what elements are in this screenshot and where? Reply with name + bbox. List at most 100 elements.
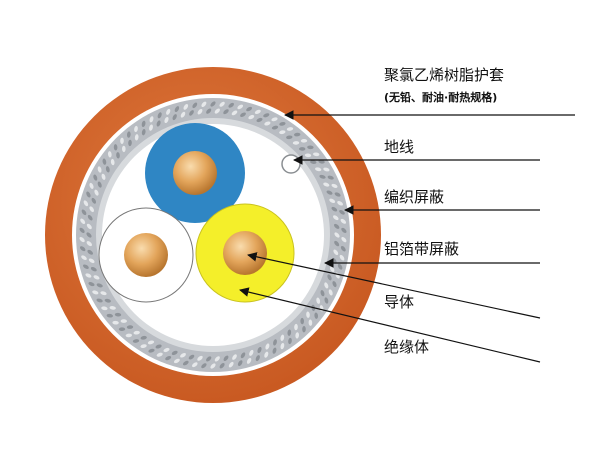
braid-strand <box>197 108 203 115</box>
braid-strand <box>223 109 229 115</box>
braid-strand <box>326 190 333 195</box>
braid-strand <box>316 297 321 304</box>
braid-strand <box>121 145 126 153</box>
braid-strand <box>228 361 234 368</box>
braid-strand <box>102 158 107 165</box>
braid-strand <box>341 227 347 233</box>
braid-strand <box>109 306 116 310</box>
braid-strand <box>339 254 345 261</box>
braid-strand <box>96 298 103 303</box>
braid-strand <box>89 206 95 213</box>
braid-strand <box>340 245 346 252</box>
braid-strand <box>79 246 86 252</box>
braid-strand <box>126 325 134 329</box>
braid-strand <box>87 249 93 255</box>
braid-strand <box>134 125 138 133</box>
braid-strand <box>294 323 298 331</box>
braid-strand <box>228 102 234 108</box>
braid-strand <box>287 329 292 336</box>
braid-strand <box>340 218 347 224</box>
braid-strand <box>334 223 340 229</box>
braid-strand <box>333 215 339 221</box>
braid-strand <box>149 124 153 131</box>
braid-strand <box>166 108 171 115</box>
braid-strand <box>271 125 279 130</box>
braid-strand <box>324 297 329 304</box>
braid-strand <box>256 117 263 123</box>
braid-strand <box>92 290 99 295</box>
braid-strand <box>120 137 124 144</box>
braid-strand <box>90 266 97 272</box>
braid-strand <box>164 116 169 124</box>
braid-strand <box>219 101 225 107</box>
braid-strand <box>97 166 102 173</box>
braid-strand <box>107 151 112 158</box>
braid-strand <box>214 356 220 362</box>
braid-strand <box>85 273 92 278</box>
braid-strand <box>333 249 339 256</box>
braid-strand <box>334 240 340 247</box>
braid-strand <box>237 104 244 110</box>
braid-strand <box>140 335 147 340</box>
braid-strand <box>192 102 198 109</box>
braid-strand <box>171 350 178 356</box>
braid-strand <box>118 327 126 332</box>
braid-strand <box>132 339 140 343</box>
braid-strand <box>295 332 300 339</box>
braid-strand <box>182 360 189 366</box>
core-blue-conductor <box>173 151 217 195</box>
braid-strand <box>288 337 292 345</box>
braid-strand <box>88 282 95 287</box>
braid-strand <box>279 122 286 126</box>
braid-strand <box>86 223 92 230</box>
braid-strand <box>286 127 294 131</box>
braid-strand <box>314 312 319 319</box>
braid-strand <box>188 354 195 360</box>
braid-strand <box>240 112 246 117</box>
braid-strand <box>180 353 186 358</box>
braid-strand <box>310 160 317 164</box>
braid-strand <box>88 258 95 264</box>
braid-strand <box>197 355 203 361</box>
braid-strand <box>306 311 310 318</box>
braid-strand <box>331 206 338 212</box>
label-ground: 地线 <box>384 138 414 156</box>
core-yellow-conductor <box>223 231 267 275</box>
braid-strand <box>300 138 308 143</box>
braid-strand <box>271 117 278 122</box>
braid-strand <box>286 135 293 140</box>
braid-strand <box>273 339 277 346</box>
braid-strand <box>331 183 338 188</box>
braid-strand <box>128 139 132 147</box>
braid-strand <box>319 174 326 179</box>
braid-strand <box>106 313 113 318</box>
braid-strand <box>120 319 127 323</box>
braid-strand <box>101 173 106 180</box>
braid-strand <box>148 348 155 353</box>
leader-insulation <box>239 287 541 363</box>
braid-strand <box>110 158 115 166</box>
braid-strand <box>96 283 103 288</box>
braid-strand <box>339 209 345 215</box>
label-conductor: 导体 <box>384 293 414 311</box>
braid-strand <box>100 291 107 296</box>
braid-strand <box>240 352 246 359</box>
braid-strand <box>174 106 180 113</box>
braid-strand <box>265 343 270 350</box>
braid-strand <box>232 354 237 360</box>
braid-strand <box>231 110 238 116</box>
braid-strand <box>327 175 334 180</box>
braid-strand <box>299 147 306 151</box>
braid-strand <box>308 319 313 326</box>
braid-texture <box>79 101 347 369</box>
braid-strand <box>89 182 94 189</box>
braid-strand <box>93 174 98 181</box>
braid-strand <box>149 116 154 123</box>
braid-strand <box>126 131 131 138</box>
braid-strand <box>248 114 255 120</box>
braid-strand <box>223 355 229 362</box>
braid-strand <box>219 363 225 369</box>
braid-strand <box>156 120 161 127</box>
braid-strand <box>246 357 252 364</box>
